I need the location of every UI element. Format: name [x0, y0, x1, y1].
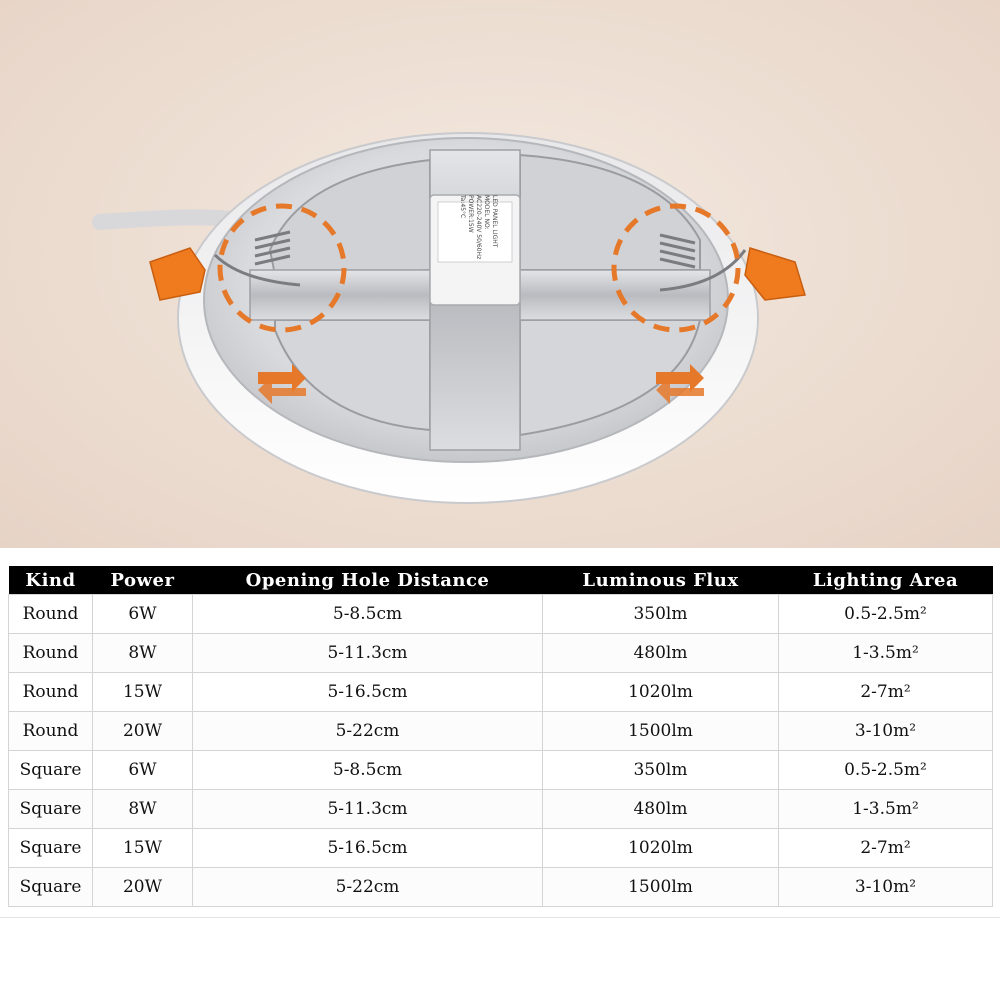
table-row: Square 6W 5-8.5cm 350lm 0.5-2.5m² [8, 750, 993, 790]
svg-text:POWER:15W: POWER:15W [467, 195, 474, 233]
cell-power: 8W [92, 789, 193, 829]
header-kind: Kind [8, 566, 93, 595]
power-cable [92, 209, 248, 230]
cell-kind: Round [8, 633, 93, 673]
orange-tab-left [149, 247, 206, 301]
cell-distance: 5-22cm [192, 711, 543, 751]
cell-power: 20W [92, 711, 193, 751]
cell-kind: Square [8, 828, 93, 868]
cell-distance: 5-11.3cm [192, 633, 543, 673]
spring-clip-left [213, 230, 301, 287]
table-row: Round 15W 5-16.5cm 1020lm 2-7m² [8, 672, 993, 712]
header-power: Power [92, 566, 193, 595]
cell-area: 2-7m² [778, 828, 993, 868]
table-row: Round 6W 5-8.5cm 350lm 0.5-2.5m² [8, 594, 993, 634]
adjust-arrows-right-icon [656, 364, 704, 404]
cell-area: 1-3.5m² [778, 789, 993, 829]
table-header-row: Kind Power Opening Hole Distance Luminou… [8, 566, 993, 595]
table-row: Square 20W 5-22cm 1500lm 3-10m² [8, 867, 993, 907]
highlight-circle-right [611, 203, 741, 333]
highlight-circle-left [217, 203, 347, 333]
cell-area: 0.5-2.5m² [778, 750, 993, 790]
led-panel-illustration: LED PANEL LIGHT MODEL NO: AC220-240V 50/… [92, 132, 806, 504]
cell-flux: 1500lm [542, 711, 779, 751]
cell-power: 8W [92, 633, 193, 673]
cell-kind: Square [8, 750, 93, 790]
spec-table: Kind Power Opening Hole Distance Luminou… [8, 566, 993, 907]
cell-area: 2-7m² [778, 672, 993, 712]
cell-kind: Round [8, 711, 93, 751]
cell-flux: 350lm [542, 594, 779, 634]
cell-distance: 5-16.5cm [192, 672, 543, 712]
cell-flux: 1500lm [542, 867, 779, 907]
cell-distance: 5-16.5cm [192, 828, 543, 868]
cell-power: 6W [92, 594, 193, 634]
header-opening-hole-distance: Opening Hole Distance [192, 566, 543, 595]
cell-distance: 5-8.5cm [192, 750, 543, 790]
cell-flux: 350lm [542, 750, 779, 790]
cell-distance: 5-8.5cm [192, 594, 543, 634]
cell-distance: 5-11.3cm [192, 789, 543, 829]
cell-kind: Square [8, 789, 93, 829]
cell-power: 6W [92, 750, 193, 790]
cell-power: 15W [92, 672, 193, 712]
adjust-arrows-left-icon [258, 364, 306, 404]
table-row: Square 15W 5-16.5cm 1020lm 2-7m² [8, 828, 993, 868]
orange-tab-right [744, 247, 806, 301]
cell-power: 15W [92, 828, 193, 868]
driver-label: LED PANEL LIGHT MODEL NO: AC220-240V 50/… [459, 194, 498, 259]
svg-text:Ta:45°C: Ta:45°C [459, 194, 466, 218]
svg-text:AC220-240V 50/60Hz: AC220-240V 50/60Hz [475, 195, 482, 259]
svg-text:LED PANEL LIGHT: LED PANEL LIGHT [491, 195, 498, 248]
svg-text:MODEL NO:: MODEL NO: [483, 195, 490, 230]
cell-kind: Square [8, 867, 93, 907]
cell-area: 1-3.5m² [778, 633, 993, 673]
cell-area: 3-10m² [778, 711, 993, 751]
cell-area: 0.5-2.5m² [778, 594, 993, 634]
header-lighting-area: Lighting Area [778, 566, 993, 595]
cell-distance: 5-22cm [192, 867, 543, 907]
product-photo: LED PANEL LIGHT MODEL NO: AC220-240V 50/… [0, 0, 1000, 548]
table-row: Square 8W 5-11.3cm 480lm 1-3.5m² [8, 789, 993, 829]
cell-flux: 480lm [542, 789, 779, 829]
header-luminous-flux: Luminous Flux [542, 566, 779, 595]
cell-kind: Round [8, 672, 93, 712]
table-row: Round 20W 5-22cm 1500lm 3-10m² [8, 711, 993, 751]
table-row: Round 8W 5-11.3cm 480lm 1-3.5m² [8, 633, 993, 673]
cell-area: 3-10m² [778, 867, 993, 907]
cell-kind: Round [8, 594, 93, 634]
cell-flux: 480lm [542, 633, 779, 673]
table-bottom-divider [0, 917, 1000, 918]
cell-flux: 1020lm [542, 672, 779, 712]
cell-flux: 1020lm [542, 828, 779, 868]
cell-power: 20W [92, 867, 193, 907]
